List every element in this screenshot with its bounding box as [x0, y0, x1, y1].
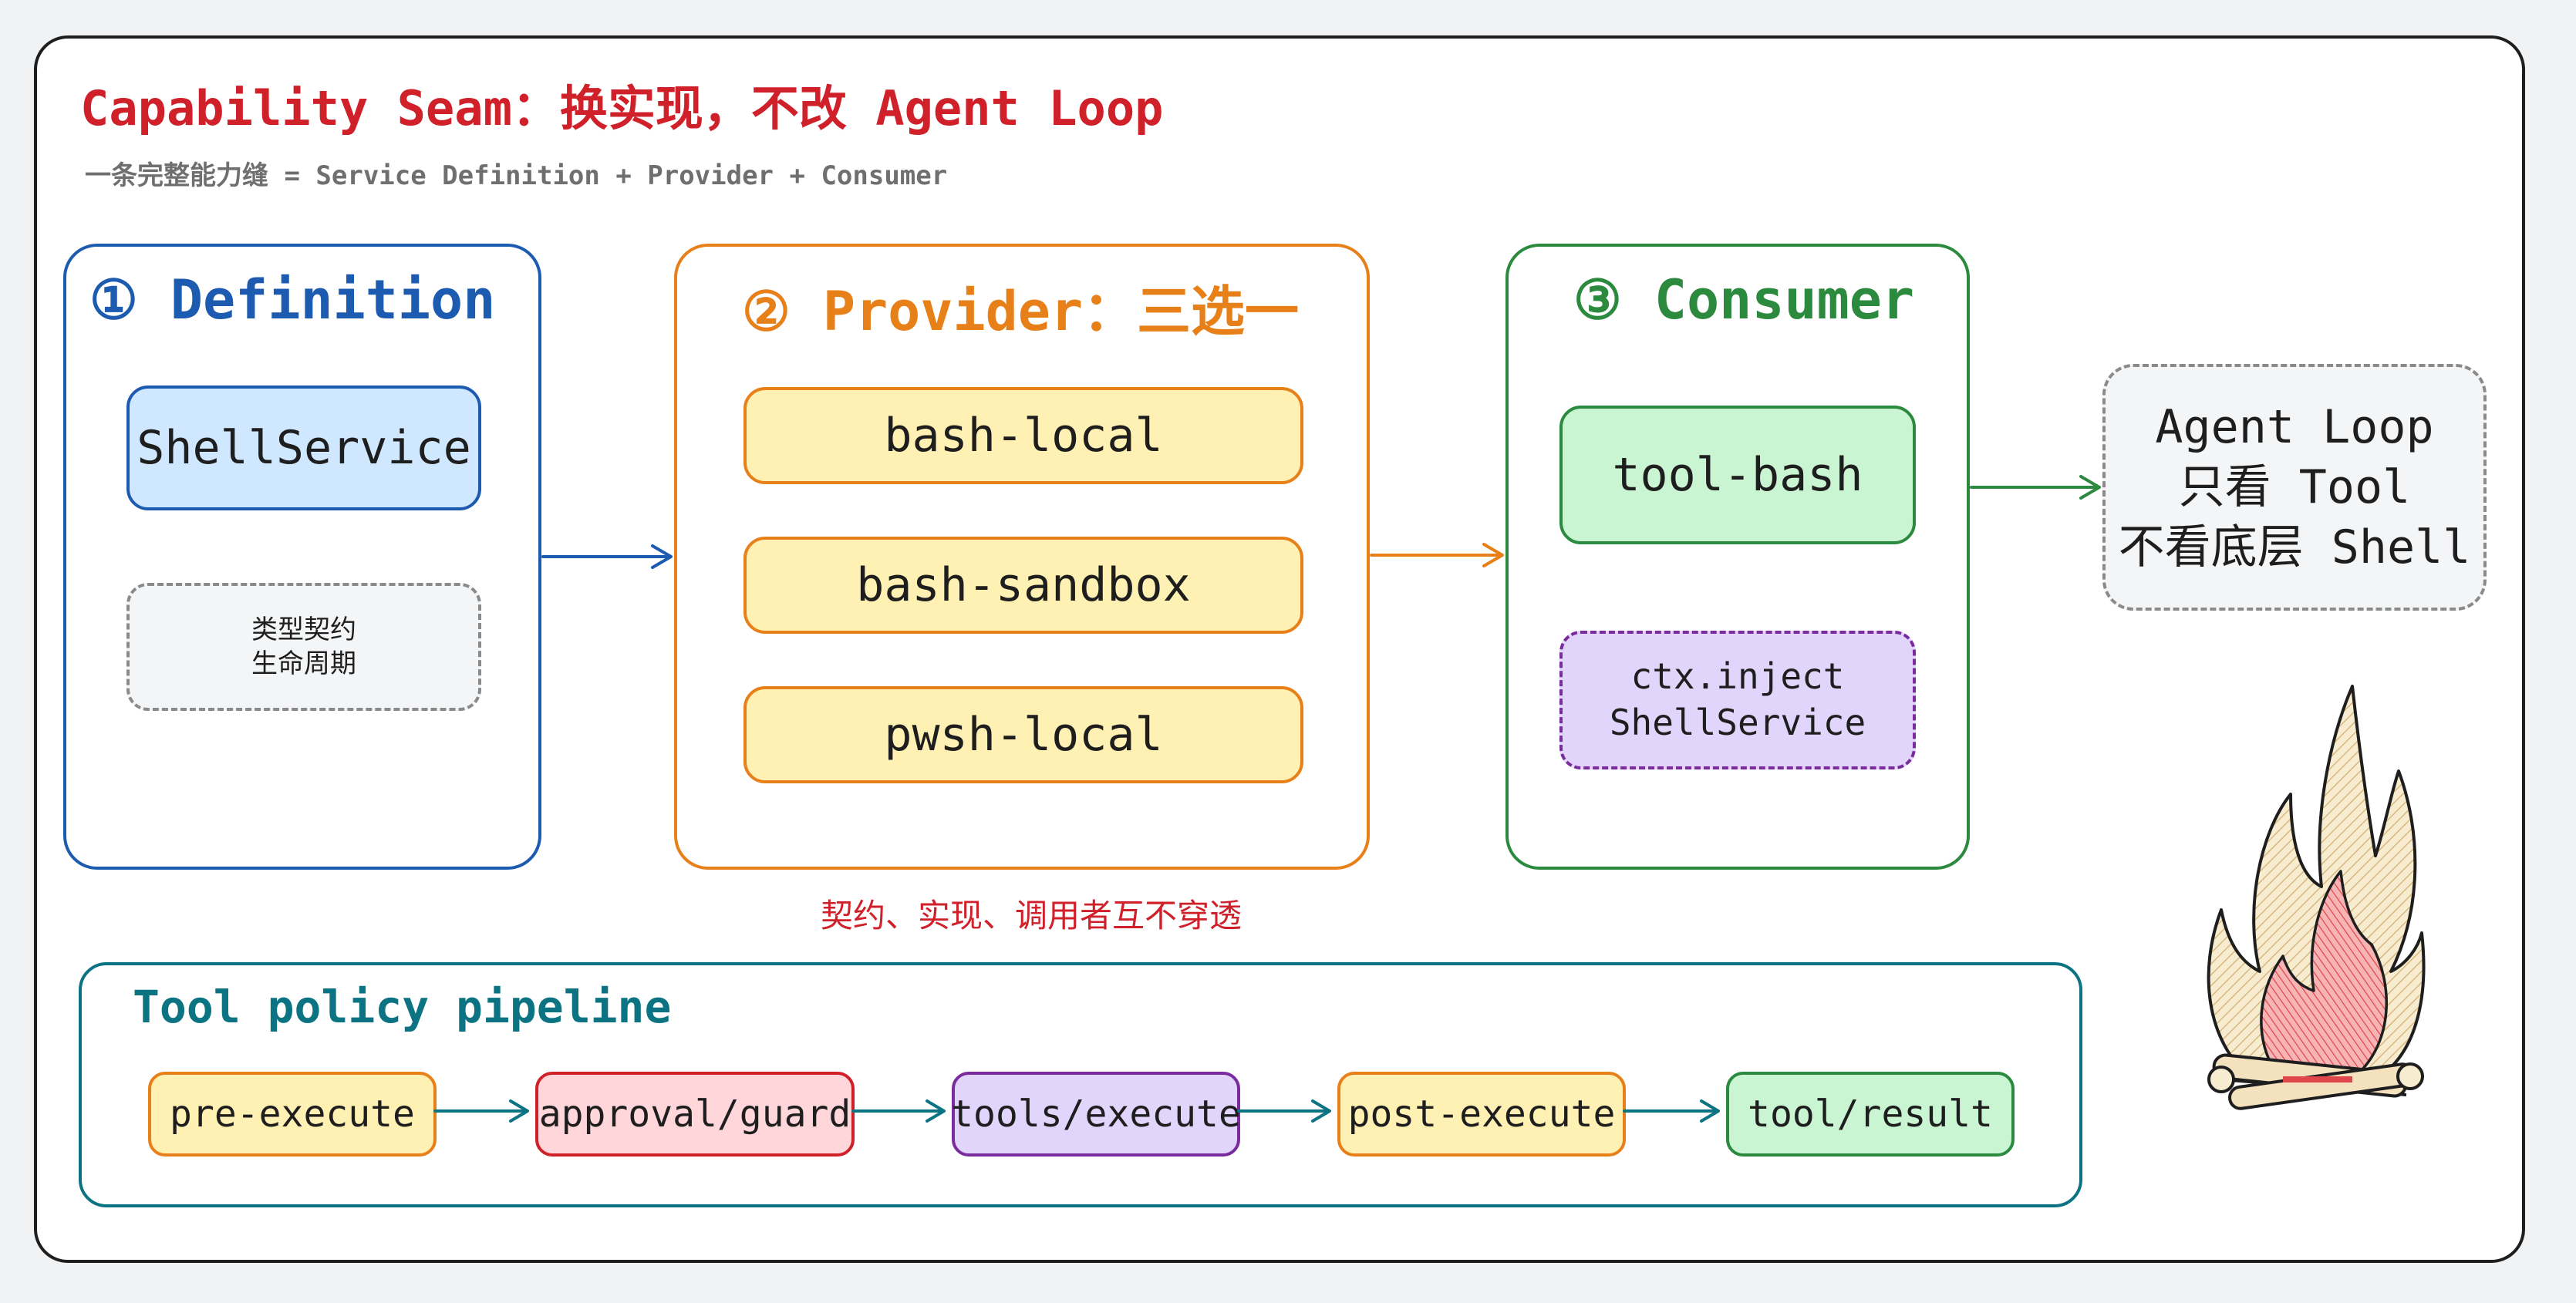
- campfire-icon: [2207, 685, 2426, 1110]
- shell-service-box: ShellService: [126, 386, 481, 510]
- agent-loop-line: 不看底层 Shell: [2118, 520, 2471, 574]
- pipeline-step-label: approval/guard: [538, 1093, 851, 1136]
- pipeline-step-pre-execute: pre-execute: [148, 1072, 437, 1157]
- arrow-definition-to-provider: [541, 544, 673, 569]
- definition-title: ① Definition: [89, 268, 496, 332]
- diagram-title: Capability Seam：换实现，不改 Agent Loop: [80, 80, 1164, 136]
- pipeline-step-post-execute: post-execute: [1337, 1072, 1626, 1157]
- provider-option-pwsh-local: pwsh-local: [743, 686, 1303, 783]
- provider-isolation-note: 契约、实现、调用者互不穿透: [821, 897, 1242, 934]
- arrow-pipeline-step-2: [851, 1099, 946, 1123]
- definition-panel: ① Definition ShellService 类型契约 生命周期: [63, 244, 541, 870]
- tool-bash-label: tool-bash: [1612, 448, 1863, 502]
- provider-title: ② Provider：三选一: [742, 280, 1300, 343]
- tool-bash-box: tool-bash: [1559, 406, 1916, 544]
- shell-service-label: ShellService: [137, 421, 471, 475]
- pipeline-title: Tool policy pipeline: [133, 981, 672, 1033]
- consumer-panel: ③ Consumer tool-bash ctx.inject ShellSer…: [1505, 244, 1970, 870]
- agent-loop-line: Agent Loop: [2155, 400, 2434, 454]
- pipeline-step-label: tool/result: [1748, 1093, 1993, 1136]
- consumer-title: ③ Consumer: [1573, 268, 1915, 332]
- arrow-pipeline-step-1: [433, 1099, 529, 1123]
- arrow-pipeline-step-4: [1623, 1099, 1720, 1123]
- provider-panel: ② Provider：三选一 bash-local bash-sandbox p…: [674, 244, 1370, 870]
- provider-option-bash-sandbox: bash-sandbox: [743, 537, 1303, 634]
- ctx-inject-line: ctx.inject: [1630, 655, 1845, 698]
- pipeline-step-tools-execute: tools/execute: [951, 1072, 1241, 1157]
- provider-option-label: bash-sandbox: [856, 558, 1191, 612]
- contract-note-lifecycle: 生命周期: [251, 648, 356, 679]
- provider-option-bash-local: bash-local: [743, 387, 1303, 484]
- diagram-subtitle: 一条完整能力缝 = Service Definition + Provider …: [85, 160, 948, 191]
- contract-note-types: 类型契约: [251, 614, 356, 645]
- pipeline-step-label: post-execute: [1347, 1093, 1616, 1136]
- pipeline-step-tool-result: tool/result: [1726, 1072, 2015, 1157]
- ctx-inject-box: ctx.inject ShellService: [1559, 631, 1916, 769]
- pipeline-step-label: tools/execute: [951, 1093, 1241, 1136]
- provider-option-label: bash-local: [884, 409, 1163, 463]
- ctx-inject-service: ShellService: [1609, 702, 1866, 743]
- arrow-pipeline-step-3: [1237, 1099, 1331, 1123]
- provider-option-label: pwsh-local: [884, 708, 1163, 762]
- pipeline-step-approval-guard: approval/guard: [535, 1072, 855, 1157]
- arrow-provider-to-consumer: [1370, 543, 1504, 567]
- agent-loop-line: 只看 Tool: [2178, 460, 2411, 514]
- agent-loop-box: Agent Loop 只看 Tool 不看底层 Shell: [2102, 364, 2487, 611]
- contract-notes-box: 类型契约 生命周期: [126, 583, 481, 711]
- pipeline-step-label: pre-execute: [170, 1093, 415, 1136]
- pipeline-panel: Tool policy pipeline pre-execute approva…: [79, 962, 2082, 1207]
- arrow-consumer-to-agent-loop: [1970, 475, 2101, 500]
